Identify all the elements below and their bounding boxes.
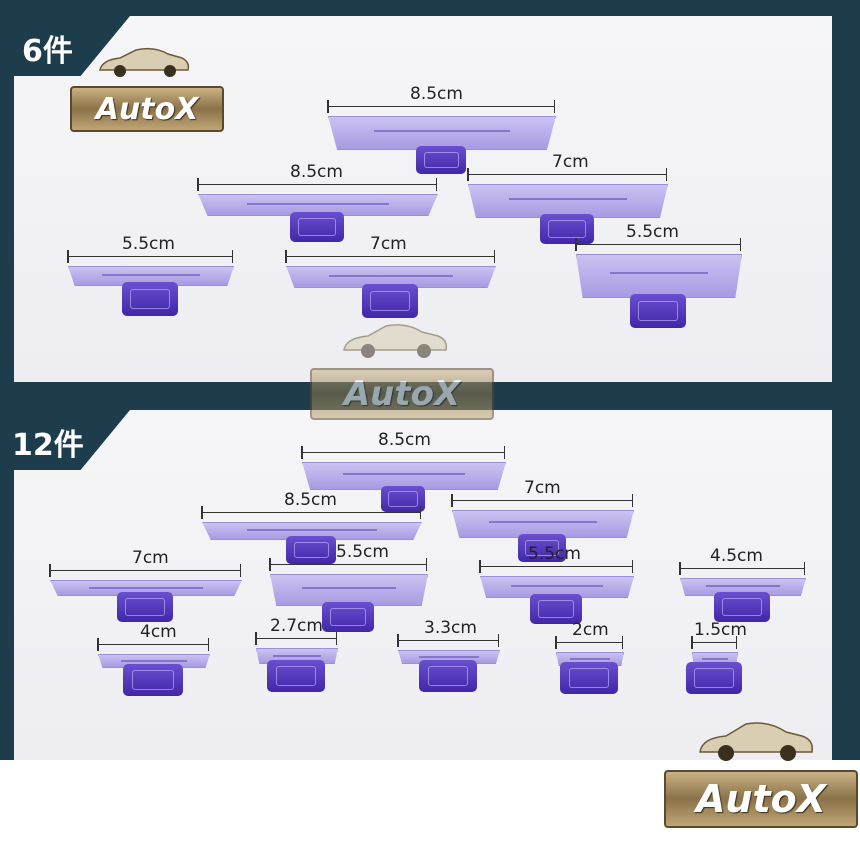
- car-icon: [699, 722, 814, 761]
- dimension-label: 8.5cm: [290, 162, 343, 182]
- tab-stem: [630, 294, 686, 328]
- autox-logo-top: AutoX: [70, 44, 224, 134]
- tab-stem: [560, 662, 618, 694]
- dimension-line: [285, 250, 495, 269]
- dimension-line: [575, 238, 741, 257]
- dimension-line: [197, 178, 437, 197]
- dimension-line: [397, 634, 499, 653]
- dimension-line: [49, 564, 241, 583]
- tag-label-6: 6件: [22, 34, 73, 69]
- dimension-label: 5.5cm: [626, 222, 679, 242]
- tab-stem: [322, 602, 374, 632]
- autox-badge: AutoX: [70, 86, 224, 132]
- autox-badge: AutoX: [664, 770, 858, 828]
- dimension-label: 1.5cm: [694, 620, 747, 640]
- tab-stem: [714, 592, 770, 622]
- tab-stem: [686, 662, 742, 694]
- tab-stem: [518, 534, 566, 562]
- dimension-label: 5.5cm: [528, 544, 581, 564]
- tab-stem: [122, 282, 178, 316]
- tab-stem: [381, 486, 425, 512]
- dimension-line: [691, 636, 737, 655]
- dimension-label: 7cm: [370, 234, 407, 254]
- tab-stem: [530, 594, 582, 624]
- dimension-label: 8.5cm: [378, 430, 431, 450]
- dimension-line: [327, 100, 555, 119]
- car-icon: [99, 47, 190, 77]
- dimension-line: [97, 638, 209, 657]
- autox-badge: AutoX: [310, 368, 494, 420]
- tab-stem: [290, 212, 344, 242]
- dimension-label: 2cm: [572, 620, 609, 640]
- autox-logo-bottom: AutoX: [664, 718, 858, 828]
- dimension-line: [269, 558, 427, 577]
- panel-6-pieces: 8.5cm 8.5cm 7cm 5.5cm 7cm 5.5cm: [14, 16, 832, 382]
- tab-stem: [286, 536, 336, 564]
- dimension-line: [67, 250, 233, 269]
- dimension-label: 3.3cm: [424, 618, 477, 638]
- dimension-line: [451, 494, 633, 513]
- tab-stem: [123, 664, 183, 696]
- tab-stem: [267, 660, 325, 692]
- tab-stem: [117, 592, 173, 622]
- dimension-line: [479, 560, 633, 579]
- autox-text: AutoX: [95, 91, 199, 127]
- dimension-label: 7cm: [524, 478, 561, 498]
- autox-text: AutoX: [343, 374, 461, 414]
- dimension-label: 8.5cm: [284, 490, 337, 510]
- tag-label-12: 12件: [12, 428, 84, 463]
- autox-logo-center: AutoX: [310, 320, 494, 420]
- tab-head: [468, 184, 668, 218]
- dimension-line: [201, 506, 421, 525]
- dimension-label: 7cm: [552, 152, 589, 172]
- tab-stem: [416, 146, 466, 174]
- dimension-line: [467, 168, 667, 187]
- car-icon: [343, 324, 448, 358]
- dimension-line: [555, 636, 623, 655]
- dimension-label: 4.5cm: [710, 546, 763, 566]
- tab-stem: [419, 660, 477, 692]
- panel-12-pieces: 8.5cm 8.5cm 7cm 7cm 5.5cm 5.5cm 4.5cm 4cm 2.7cm 3…: [14, 410, 832, 760]
- dimension-line: [301, 446, 505, 465]
- dimension-line: [255, 632, 337, 651]
- dimension-label: 4cm: [140, 622, 177, 642]
- tab-stem: [540, 214, 594, 244]
- tab-stem: [362, 284, 418, 318]
- dimension-label: 8.5cm: [410, 84, 463, 104]
- tab-head: [328, 116, 556, 150]
- dimension-label: 5.5cm: [336, 542, 389, 562]
- dimension-label: 7cm: [132, 548, 169, 568]
- dimension-label: 5.5cm: [122, 234, 175, 254]
- autox-text: AutoX: [695, 777, 827, 821]
- tab-head: [576, 254, 742, 298]
- dimension-label: 2.7cm: [270, 616, 323, 636]
- tab-head: [302, 462, 506, 490]
- dimension-line: [679, 562, 805, 581]
